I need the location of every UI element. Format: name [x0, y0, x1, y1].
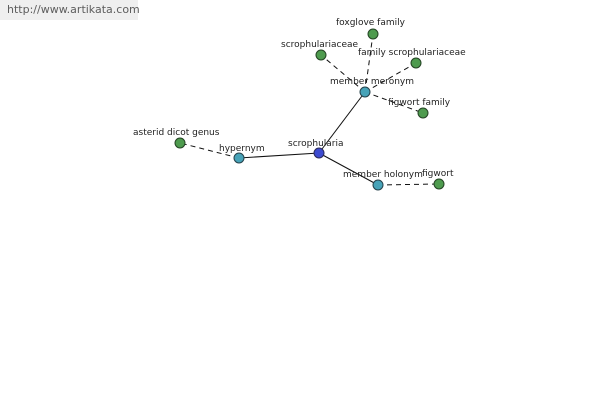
- edge-root-hypernym: [238, 152, 320, 159]
- node-family-scrophulariaceae[interactable]: [410, 57, 422, 69]
- edge-root-member-holonym: [318, 152, 379, 186]
- source-url-link[interactable]: http://www.artikata.com: [0, 0, 140, 20]
- edge-root-member-meronym: [318, 91, 366, 154]
- label-foxglove-family: foxglove family: [336, 18, 406, 28]
- node-hypernym[interactable]: [233, 152, 245, 164]
- label-scrophularia: scrophularia: [288, 139, 344, 149]
- edge-member-holonym-figwort: [377, 183, 440, 186]
- label-member-holonym: member holonym: [343, 170, 423, 180]
- node-member-meronym[interactable]: [359, 86, 371, 98]
- edge-member-meronym-scrophulariaceae: [320, 54, 366, 93]
- label-figwort-family: figwort family: [388, 98, 451, 108]
- label-hypernym: hypernym: [219, 144, 265, 154]
- node-scrophularia[interactable]: [313, 147, 325, 159]
- edge-member-meronym-family-scrophulariaceae: [364, 62, 417, 93]
- edge-member-meronym-figwort-family: [364, 91, 424, 114]
- label-asterid-dicot-genus: asterid dicot genus: [133, 128, 220, 138]
- edge-hypernym-asterid-dicot-genus: [179, 142, 240, 159]
- node-scrophulariaceae[interactable]: [315, 49, 327, 61]
- label-figwort: figwort: [422, 169, 454, 179]
- label-family-scrophulariaceae: family scrophulariaceae: [358, 48, 466, 58]
- label-member-meronym: member meronym: [330, 77, 414, 87]
- node-foxglove-family[interactable]: [367, 28, 379, 40]
- edge-member-meronym-foxglove-family: [364, 33, 374, 93]
- node-figwort[interactable]: [433, 178, 445, 190]
- node-member-holonym[interactable]: [372, 179, 384, 191]
- node-figwort-family[interactable]: [417, 107, 429, 119]
- node-asterid-dicot-genus[interactable]: [174, 137, 186, 149]
- label-scrophulariaceae: scrophulariaceae: [281, 40, 358, 50]
